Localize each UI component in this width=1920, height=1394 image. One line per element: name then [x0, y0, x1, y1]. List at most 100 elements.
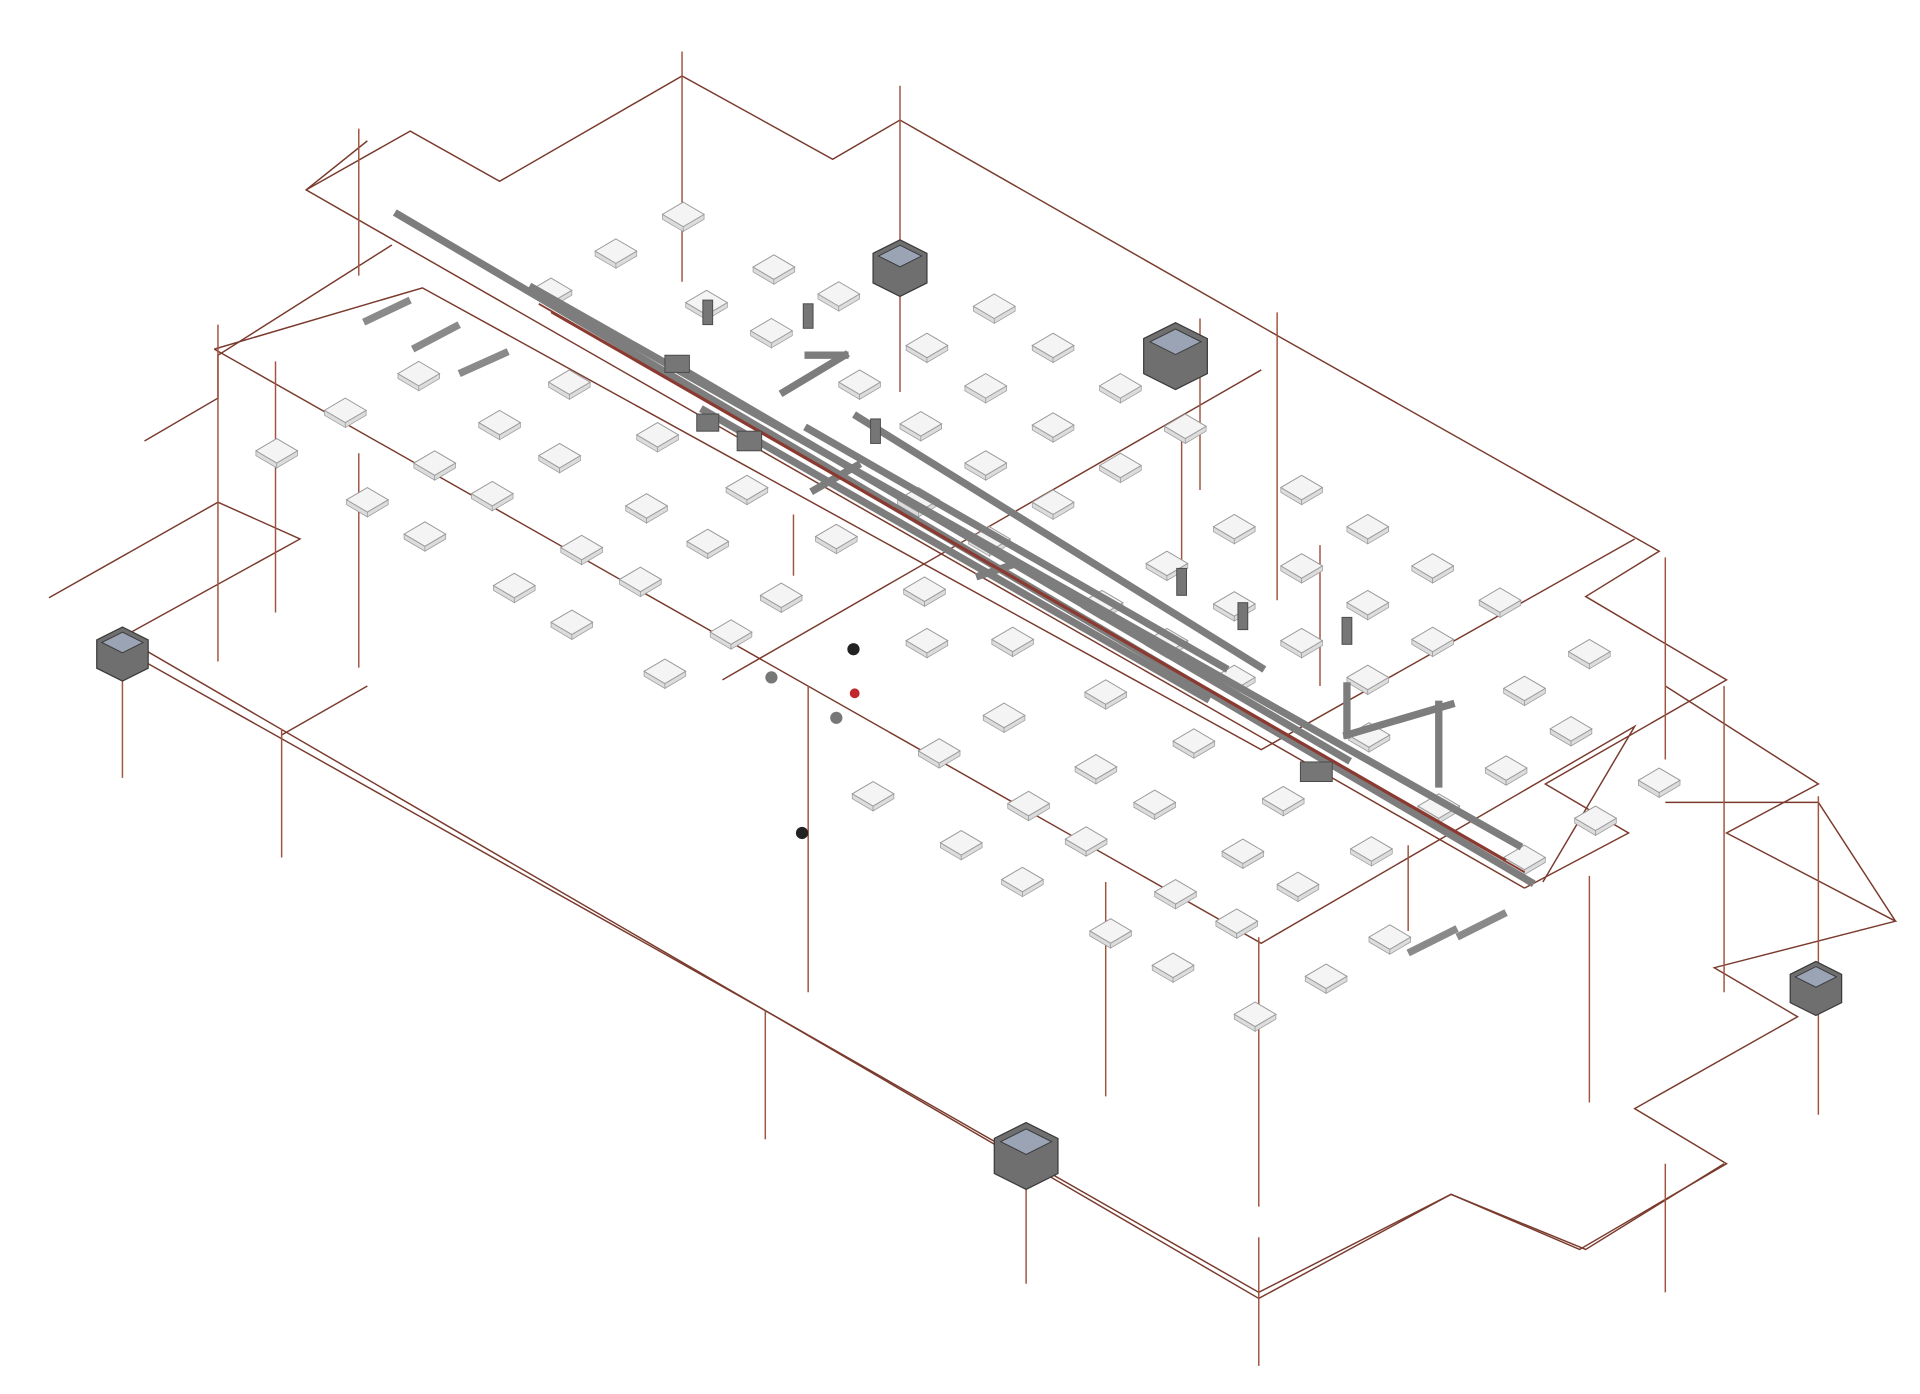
duct-run: [852, 411, 1267, 673]
ceiling-tile: [1279, 627, 1324, 654]
ceiling-tile: [1212, 513, 1257, 540]
pipe-run: [550, 311, 1525, 873]
structure-outline: [48, 75, 1898, 1300]
duct-run: [1342, 699, 1456, 740]
ceiling-tile: [1031, 412, 1075, 438]
ceiling-tile: [412, 450, 457, 476]
ceiling-tile: [990, 626, 1035, 653]
ceiling-tile: [1304, 963, 1348, 990]
ceiling-device: [847, 643, 860, 656]
duct-fitting: [702, 299, 714, 326]
ceiling-tile: [254, 437, 299, 464]
floor-outline: [48, 501, 1898, 1294]
ceiling-tile: [1368, 924, 1412, 950]
linear-light-fixture: [457, 348, 510, 377]
ceiling-tile: [1549, 716, 1593, 742]
ceiling-tile: [345, 486, 390, 513]
ceiling-tile: [963, 373, 1008, 399]
duct-fitting: [802, 303, 814, 329]
linear-light-fixture: [362, 296, 412, 326]
duct-fitting: [664, 354, 690, 373]
ceiling-cross: [722, 369, 1262, 681]
ductwork: [392, 209, 1536, 888]
ceiling-tile: [905, 332, 949, 359]
ceiling-tile: [643, 658, 687, 685]
ceiling-tile: [1153, 878, 1198, 905]
mechanical-unit-top: [1148, 328, 1203, 356]
ceiling-tile: [1345, 513, 1390, 540]
ceiling-tile: [1031, 332, 1075, 359]
ceiling-tile: [1349, 836, 1394, 862]
ceiling-tile: [1074, 754, 1118, 780]
linear-light-fixture: [1455, 909, 1508, 941]
linear-light-fixture: [1406, 925, 1459, 957]
ceiling-tile: [899, 411, 943, 437]
ceiling-tile: [816, 281, 861, 307]
ceiling-tile: [1151, 952, 1195, 979]
mechanical-unit-top: [877, 244, 923, 268]
ceiling-tile: [1279, 474, 1324, 501]
ceiling-tile: [1006, 790, 1051, 817]
linear-light-fixture: [410, 321, 461, 353]
ceiling-tile: [1502, 844, 1547, 871]
floor-edge: [122, 648, 1725, 1300]
ceiling-tile: [1502, 675, 1547, 702]
ceiling-tile: [709, 619, 753, 645]
ceiling-tiles: [254, 201, 1681, 1033]
ceiling-tile: [963, 450, 1008, 476]
ceiling-tile: [547, 369, 592, 396]
ceiling-tile: [917, 738, 961, 764]
ceiling-tile: [1132, 789, 1177, 816]
ceiling-device: [765, 671, 778, 684]
ceiling-tile: [814, 523, 859, 550]
duct-fitting: [1176, 567, 1188, 596]
ceiling-device: [830, 711, 843, 724]
mechanical-unit-top: [100, 631, 145, 654]
ceiling-tile: [982, 702, 1026, 729]
ceiling-tile: [618, 566, 663, 593]
duct-run: [803, 423, 1230, 673]
ceiling-tile: [396, 360, 441, 387]
ceiling-tile: [905, 627, 949, 654]
duct-fitting: [870, 418, 881, 444]
ceiling-tile: [939, 829, 984, 856]
mechanical-units: [96, 239, 1843, 1191]
duct-run: [809, 460, 863, 495]
ceiling-tile: [1573, 805, 1618, 832]
ceiling-tile: [661, 201, 706, 228]
duct-fitting: [1237, 602, 1249, 631]
ceiling-tile: [725, 474, 769, 501]
ceiling-tile: [759, 582, 804, 609]
duct-fitting: [736, 430, 763, 452]
ceiling-tile: [1233, 1001, 1277, 1028]
ceiling-tile: [1261, 785, 1306, 812]
duct-fitting: [696, 413, 720, 432]
ceiling-tile: [752, 254, 796, 280]
ceiling-tile: [537, 442, 582, 469]
ceiling-tile: [1484, 755, 1528, 781]
ceiling-rail: [304, 140, 1525, 889]
ceiling-tile: [1345, 664, 1390, 691]
ceiling-tile: [323, 397, 368, 424]
ceiling-tile: [1163, 413, 1208, 440]
ceiling-tile: [594, 238, 638, 264]
ceiling-tile: [1214, 908, 1259, 934]
ceiling-tile: [1410, 553, 1455, 579]
ceiling-tile: [902, 576, 947, 603]
mechanical-unit-top: [1794, 966, 1838, 988]
ceiling-tile: [1276, 871, 1320, 898]
ceiling-tile: [1567, 638, 1612, 665]
ceiling-tile: [1279, 553, 1324, 579]
ceiling-tile: [1172, 728, 1216, 754]
ceiling-tile: [749, 317, 794, 344]
ceiling-tile: [477, 409, 522, 436]
ceiling-device: [795, 826, 809, 840]
mechanical-unit-top: [999, 1128, 1053, 1155]
ceiling-tile: [1345, 589, 1390, 616]
ceiling-tile: [1031, 489, 1075, 516]
floor-seg: [281, 685, 368, 736]
ceiling-tile: [403, 521, 447, 547]
ceiling-tile: [635, 422, 680, 448]
ceiling-tile: [851, 780, 895, 807]
ceiling-tile: [559, 534, 604, 561]
